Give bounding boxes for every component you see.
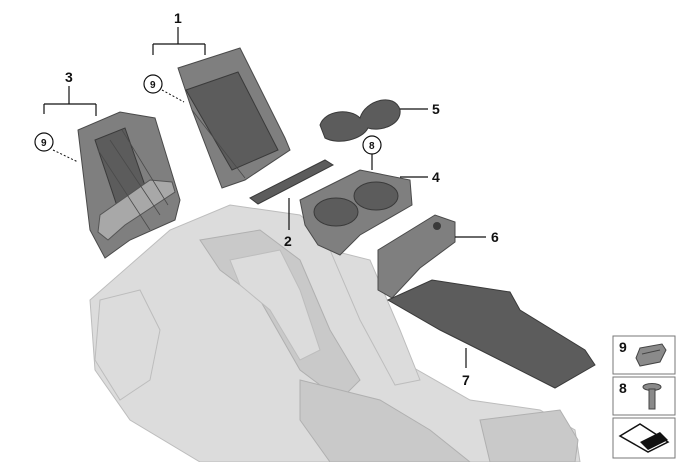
part-4-cupholder xyxy=(299,169,413,256)
circled-callout-9-left: 9 xyxy=(34,132,54,152)
part-2-trim-strip xyxy=(249,159,335,205)
part-7-floor-mat xyxy=(386,279,596,389)
circled-callout-8: 8 xyxy=(362,135,382,155)
svg-text:9: 9 xyxy=(150,80,156,91)
leader-lines xyxy=(43,27,486,368)
part-6-side-bracket xyxy=(377,214,456,299)
legend-item-9: 9 xyxy=(612,335,676,375)
callout-5: 5 xyxy=(432,101,440,117)
svg-text:9: 9 xyxy=(41,138,47,149)
center-console-ghost xyxy=(89,204,581,462)
clip-nut-icon xyxy=(635,343,667,367)
legend-number-9: 9 xyxy=(619,339,627,355)
callout-4: 4 xyxy=(432,169,440,185)
circled-callout-9-upper: 9 xyxy=(143,74,163,94)
part-3-rear-panel-with-handle xyxy=(77,111,181,259)
legend-number-8: 8 xyxy=(619,380,627,396)
part-1-front-panel xyxy=(177,47,291,189)
part-5-cupholder-mat xyxy=(319,99,401,142)
legend-item-8: 8 xyxy=(612,376,676,416)
callout-6: 6 xyxy=(491,229,499,245)
callout-7: 7 xyxy=(462,372,470,388)
callout-3: 3 xyxy=(65,69,73,85)
legend-item-mat-symbol xyxy=(612,417,676,459)
callout-2: 2 xyxy=(284,233,292,249)
callout-1: 1 xyxy=(174,10,182,26)
svg-text:8: 8 xyxy=(369,141,375,152)
